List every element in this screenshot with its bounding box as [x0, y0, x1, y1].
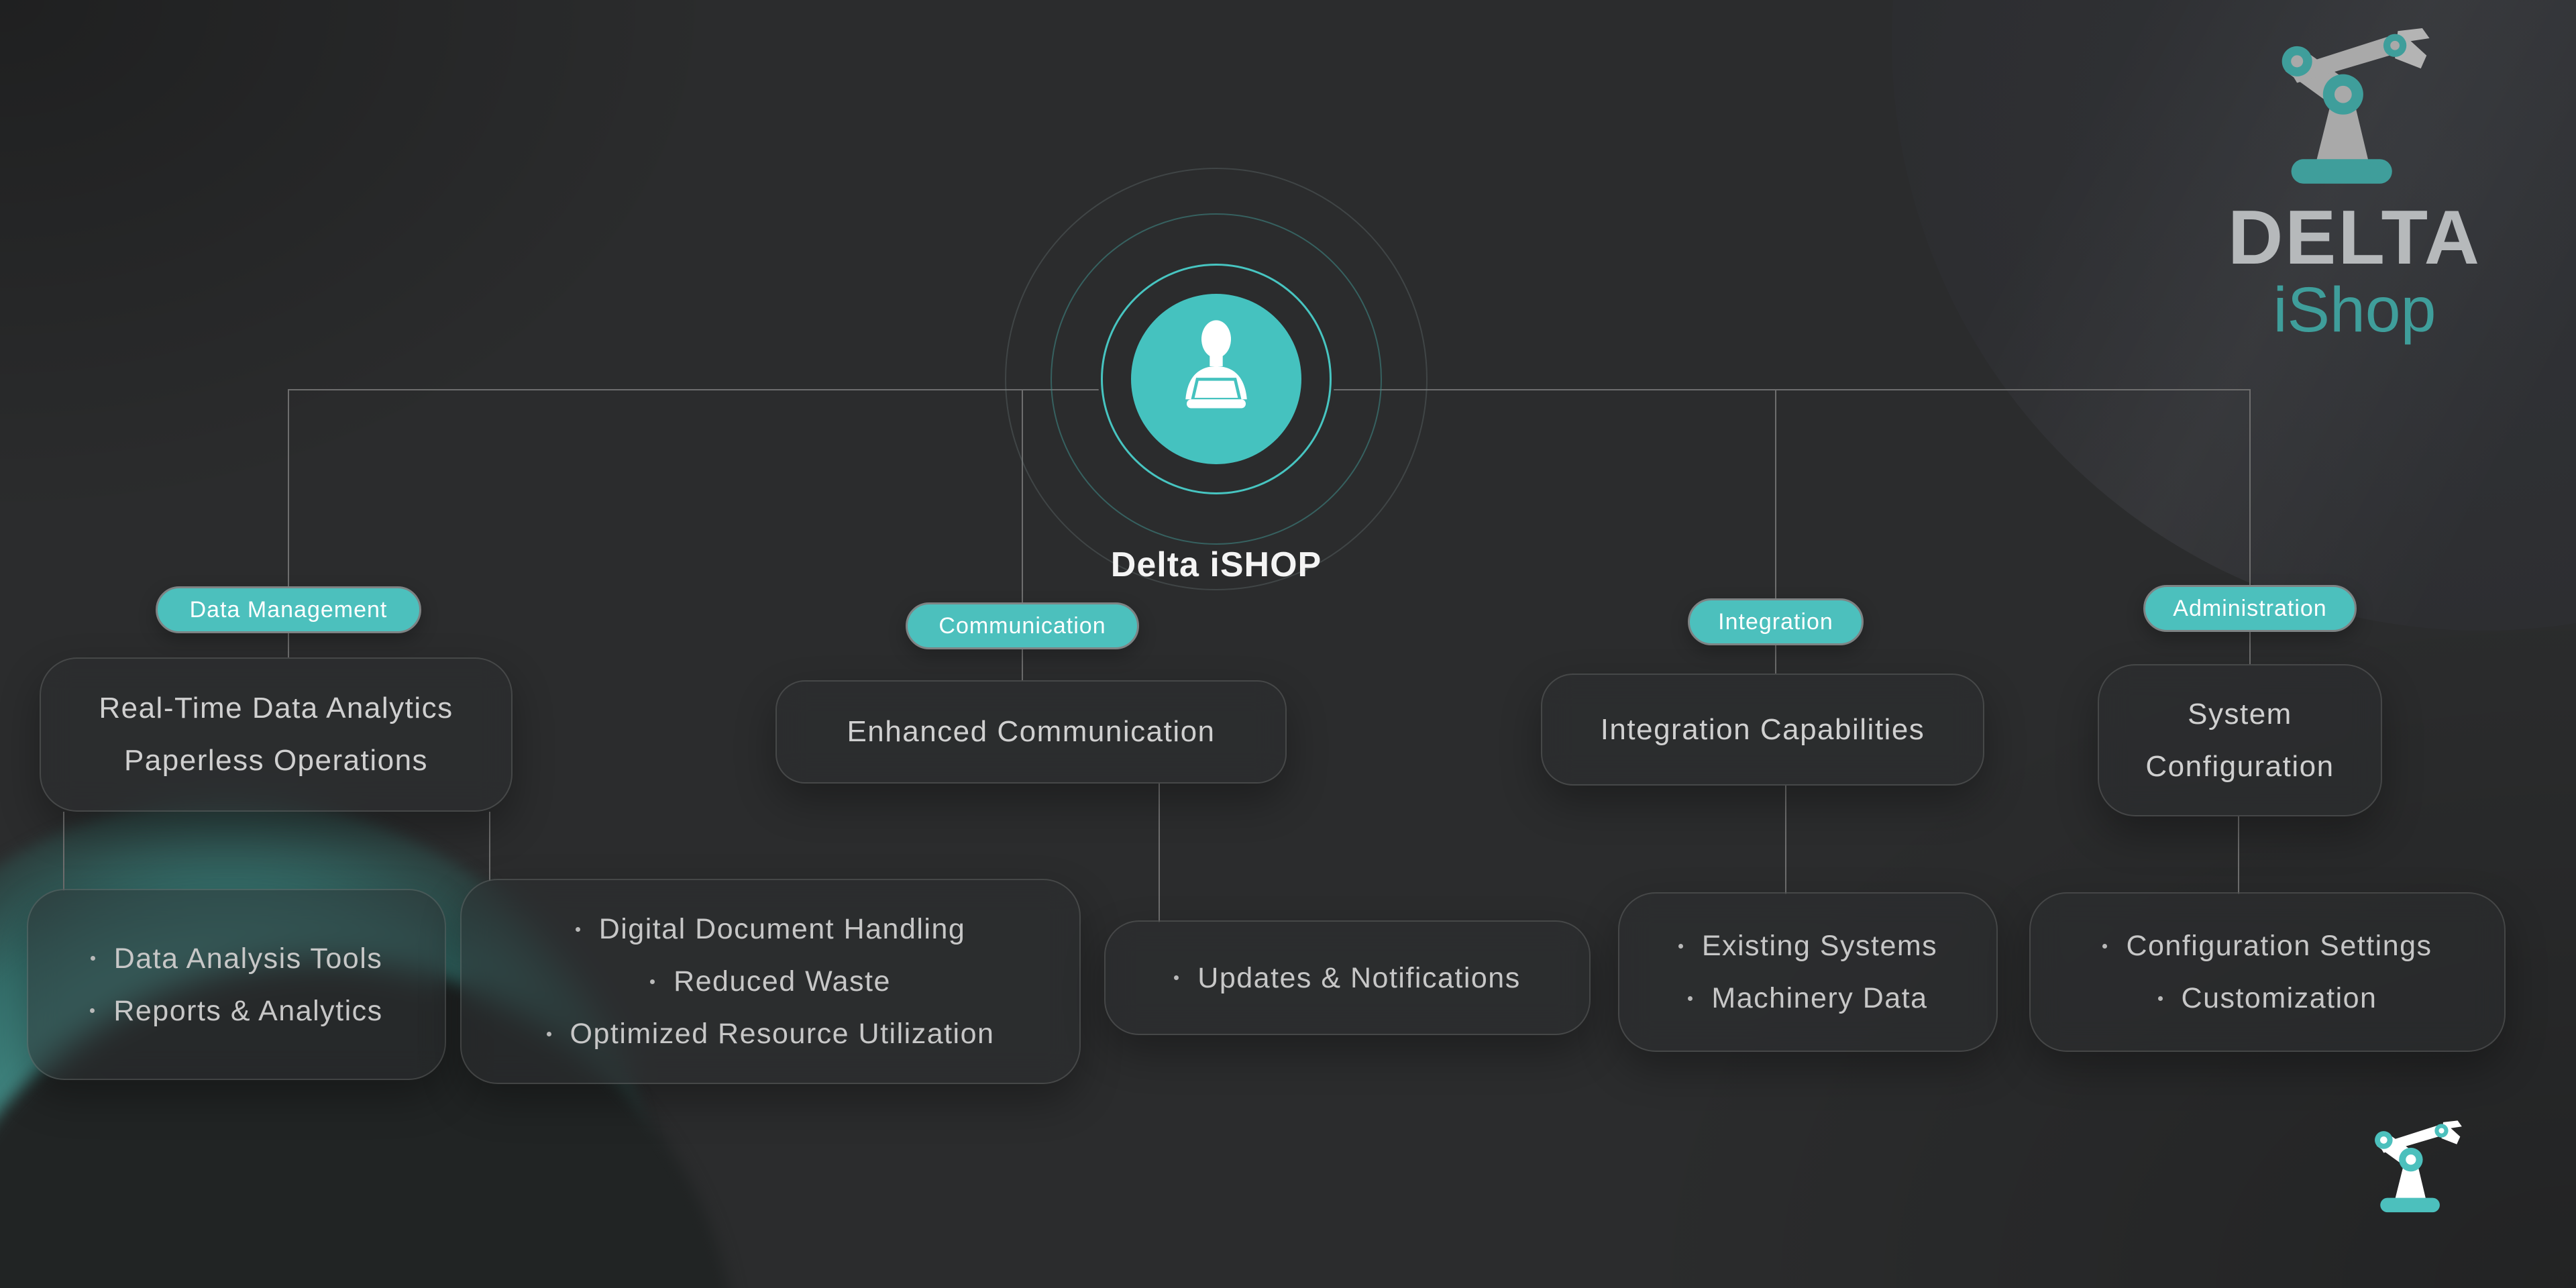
operator-avatar-icon — [1185, 320, 1247, 409]
box-integration-features: Integration Capabilities — [1541, 674, 1984, 786]
bullet-item: Reduced Waste — [650, 955, 891, 1008]
pill-communication: Communication — [906, 602, 1139, 649]
feature-line: System Configuration — [2145, 697, 2334, 783]
bullet-item: Configuration Settings — [2102, 920, 2432, 972]
node-middle-ring — [1051, 213, 1382, 545]
box-existing-systems: Existing Systems Machinery Data — [1618, 892, 1998, 1052]
bullet-dot-icon — [546, 1031, 551, 1036]
brand-logo: DELTA iShop — [2187, 28, 2522, 343]
bullet-item: Updates & Notifications — [1174, 952, 1520, 1004]
root-node-label: Delta iSHOP — [1110, 545, 1322, 584]
bullet-item: Data Analysis Tools — [90, 932, 383, 985]
box-data-management-features: Real-Time Data Analytics Paperless Opera… — [40, 657, 513, 812]
box-digital-documents: Digital Document Handling Reduced Waste … — [460, 879, 1081, 1084]
branch-line-data-management — [288, 389, 289, 657]
feature-line: Real-Time Data Analytics — [99, 692, 453, 724]
bullet-item: Machinery Data — [1688, 972, 1927, 1024]
pill-integration: Integration — [1688, 598, 1864, 645]
logo-brand-text: DELTA — [2227, 195, 2482, 280]
child-line-digital-documents — [489, 812, 490, 881]
feature-line: Integration Capabilities — [1600, 712, 1925, 746]
bullet-item: Existing Systems — [1678, 920, 1937, 972]
branch-line-administration — [2249, 389, 2251, 664]
child-line-configuration — [2238, 816, 2239, 894]
node-outer-ring — [1005, 168, 1428, 590]
bullet-dot-icon — [90, 956, 95, 961]
node-bright-ring — [1101, 264, 1332, 494]
robot-arm-logo-icon — [2282, 28, 2430, 184]
bullet-dot-icon — [1678, 943, 1683, 949]
robot-arm-watermark-icon — [2375, 1120, 2462, 1213]
bullet-dot-icon — [650, 979, 655, 984]
pill-data-management: Data Management — [156, 586, 421, 633]
bullet-dot-icon — [575, 926, 580, 932]
child-line-data-analysis — [63, 812, 64, 891]
child-line-updates — [1159, 784, 1160, 922]
logo-product-text: iShop — [2273, 274, 2436, 345]
feature-line: Enhanced Communication — [847, 715, 1216, 748]
bullet-dot-icon — [90, 1008, 95, 1013]
box-updates-notifications: Updates & Notifications — [1104, 920, 1591, 1035]
bullet-item: Digital Document Handling — [575, 903, 966, 955]
bullet-item: Customization — [2157, 972, 2377, 1024]
child-line-existing-systems — [1785, 786, 1786, 894]
pill-administration: Administration — [2143, 585, 2357, 632]
bullet-dot-icon — [2102, 943, 2108, 949]
box-configuration: Configuration Settings Customization — [2029, 892, 2506, 1052]
branch-line-communication — [1022, 389, 1023, 680]
branch-line-integration — [1775, 389, 1776, 674]
box-administration-features: System Configuration — [2098, 664, 2382, 816]
bullet-dot-icon — [1688, 996, 1693, 1001]
feature-line: Paperless Operations — [123, 744, 429, 777]
bullet-item: Reports & Analytics — [90, 985, 382, 1037]
bullet-item: Optimized Resource Utilization — [546, 1008, 995, 1060]
bullet-dot-icon — [2157, 996, 2163, 1001]
bullet-dot-icon — [1174, 975, 1179, 980]
box-data-analysis: Data Analysis Tools Reports & Analytics — [27, 889, 446, 1080]
box-communication-features: Enhanced Communication — [775, 680, 1287, 784]
